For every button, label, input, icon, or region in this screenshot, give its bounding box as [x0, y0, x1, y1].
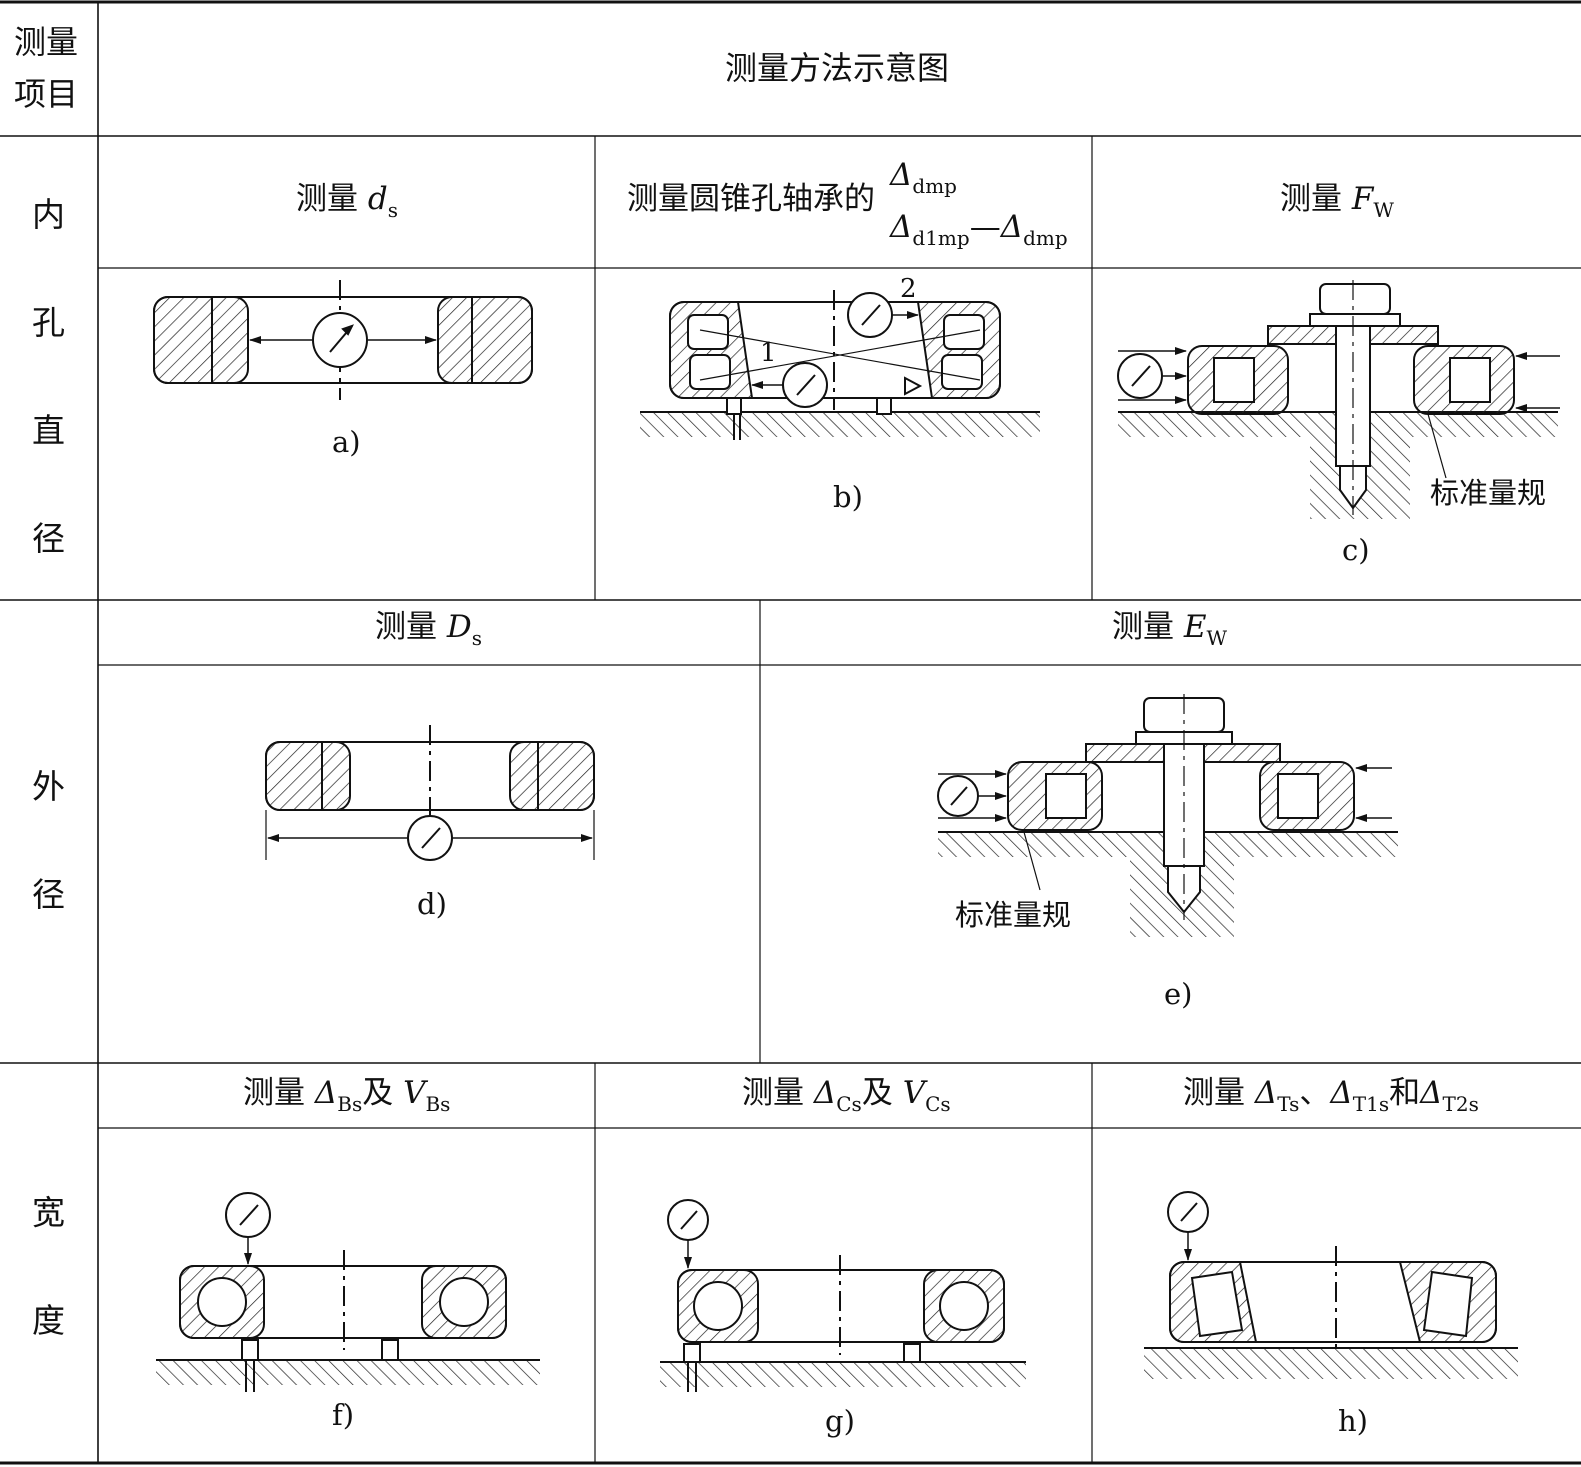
drawing-f [156, 1192, 540, 1392]
title-g: 测量 ΔCs及 VCs [742, 1075, 951, 1116]
category-inner-diameter-char-3: 直 [32, 411, 65, 450]
category-inner-diameter-char-4: 径 [32, 519, 65, 558]
gauge-label-c: 标准量规 [1430, 476, 1547, 510]
caption-g: g) [825, 1404, 855, 1438]
caption-h: h) [1338, 1404, 1368, 1438]
gauge-label-e: 标准量规 [955, 898, 1072, 932]
header-col2: 测量方法示意图 [725, 49, 950, 87]
drawing-h [1144, 1191, 1518, 1379]
title-c: 测量 FW [1280, 181, 1394, 222]
category-inner-diameter-char-2: 孔 [32, 303, 65, 342]
drawing-a [153, 280, 533, 400]
title-b: 测量圆锥孔轴承的 [627, 181, 875, 217]
drawing-g [660, 1199, 1026, 1392]
title-b-fraction-bottom: Δd1mp—Δdmp [890, 209, 1068, 250]
category-outer-diameter-char-2: 径 [32, 875, 65, 914]
title-f: 测量 ΔBs及 VBs [243, 1075, 451, 1116]
caption-d: d) [417, 887, 447, 921]
caption-a: a) [332, 425, 361, 459]
drawing-e [937, 694, 1398, 937]
caption-b: b) [833, 480, 863, 514]
category-width-char-2: 度 [32, 1301, 65, 1340]
title-a: 测量 ds [296, 181, 398, 222]
caption-f: f) [332, 1398, 355, 1432]
title-e: 测量 EW [1112, 609, 1228, 650]
caption-c: c) [1342, 533, 1370, 567]
category-width-char-1: 宽 [32, 1193, 65, 1232]
category-inner-diameter-char-1: 内 [32, 195, 65, 234]
label-2: 2 [900, 274, 917, 304]
drawing-d [265, 725, 595, 861]
header-col1-line2: 项目 [14, 75, 79, 113]
title-d: 测量 Ds [375, 609, 482, 650]
label-1: 1 [760, 338, 777, 368]
title-b-fraction-top: Δdmp [890, 157, 957, 198]
category-outer-diameter-char-1: 外 [32, 767, 65, 806]
drawing-c [1117, 280, 1560, 519]
title-h: 测量 ΔTs、ΔT1s和ΔT2s [1183, 1075, 1479, 1116]
caption-e: e) [1164, 977, 1193, 1011]
header-col1-line1: 测量 [14, 23, 79, 61]
drawing-b [640, 290, 1040, 440]
